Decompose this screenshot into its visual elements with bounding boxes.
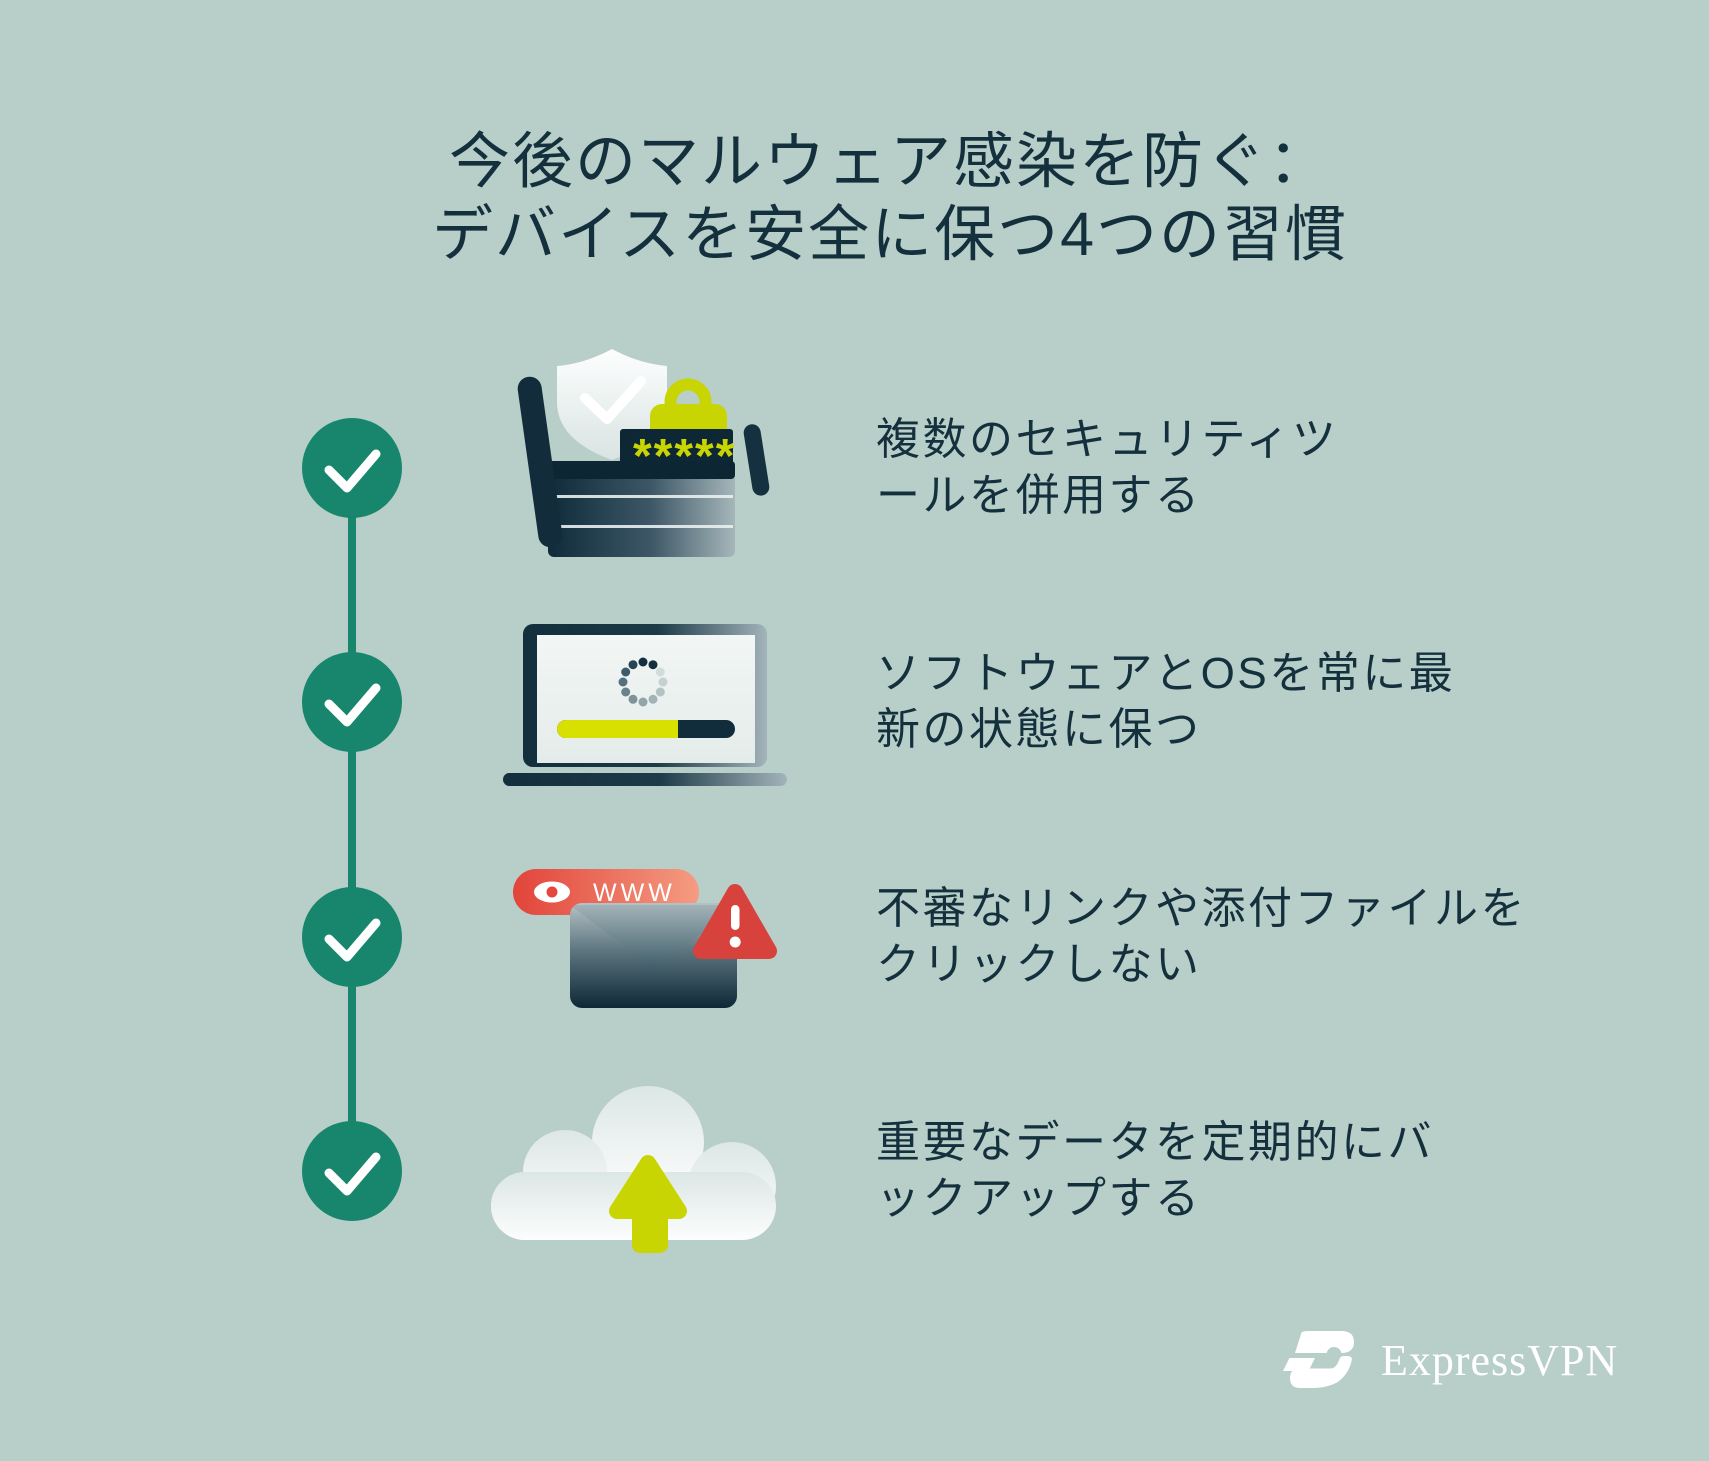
cloud-shape — [491, 1086, 776, 1240]
loading-spinner-icon — [618, 657, 668, 707]
security-toolbox-icon: ***** — [517, 349, 770, 557]
expressvpn-logomark-icon — [1283, 1331, 1354, 1388]
check-icon — [324, 1152, 381, 1196]
upload-arrow-icon — [609, 1155, 687, 1253]
item-label-4: 重要なデータを定期的にバ ックアップする — [876, 1118, 1434, 1223]
infographic-title: 今後のマルウェア感染を防ぐ： デバイスを安全に保つ4つの習慣 — [431, 126, 1349, 268]
checkmark-circle-2 — [302, 652, 402, 752]
password-field — [620, 429, 733, 464]
checkmark-circle-3 — [302, 887, 402, 987]
software-update-laptop-icon — [503, 624, 787, 786]
cloud-backup-icon — [491, 1086, 776, 1253]
checkmark-circle-1 — [302, 418, 402, 518]
item-label-1: 複数のセキュリティツ ールを併用する — [876, 415, 1339, 520]
checkmark-circle-4 — [302, 1121, 402, 1221]
toolbox-body — [548, 461, 735, 557]
eye-icon — [534, 881, 570, 903]
item-label-2: ソフトウェアとOSを常に最 新の状態に保つ — [876, 649, 1456, 754]
warning-triangle-icon — [693, 884, 777, 959]
update-progress-bar — [557, 720, 735, 738]
item-label-3: 不審なリンクや添付ファイルを クリックしない — [876, 884, 1527, 989]
check-icon — [324, 683, 381, 727]
expressvpn-wordmark: ExpressVPN — [1381, 1336, 1619, 1385]
laptop-base — [503, 773, 787, 786]
suspicious-email-icon: WWW — [513, 869, 777, 1008]
check-icon — [324, 918, 381, 962]
toolbox-handle — [517, 376, 563, 548]
timeline-connector-line — [348, 468, 356, 1171]
check-icon — [324, 449, 381, 493]
www-label: WWW — [593, 879, 676, 907]
expressvpn-logo: ExpressVPN — [1270, 1318, 1618, 1403]
